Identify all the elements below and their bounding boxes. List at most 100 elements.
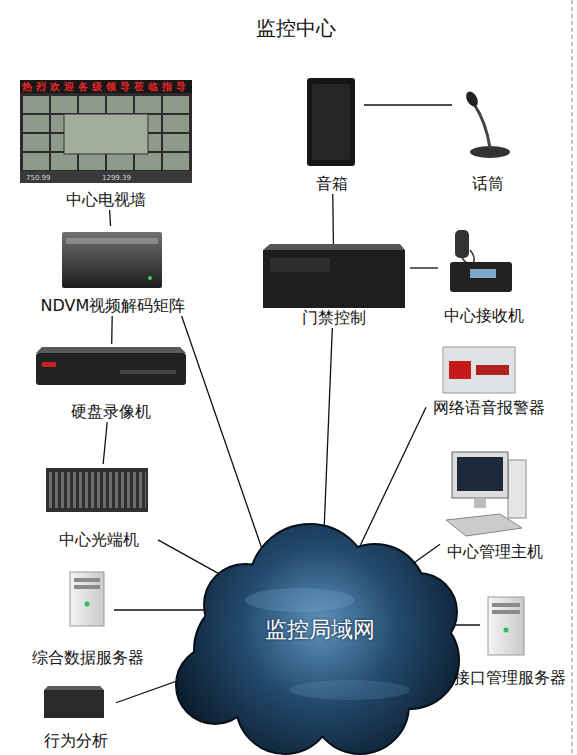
handset bbox=[455, 230, 469, 258]
banner-text: 热烈欢迎各级领导莅临指导 bbox=[20, 80, 192, 93]
cloud-lobe bbox=[312, 657, 408, 753]
radio-display bbox=[470, 269, 496, 278]
cloud-lobe bbox=[312, 657, 408, 753]
mic-head bbox=[464, 90, 481, 109]
mic-neck bbox=[474, 104, 490, 148]
cloud-highlight bbox=[245, 588, 355, 612]
network-link bbox=[182, 316, 272, 578]
screen-reading: 750.99 bbox=[26, 173, 76, 183]
dvr-top bbox=[36, 347, 186, 353]
receiver-device: 中心接收机 bbox=[438, 226, 530, 326]
diagram-title: 监控中心 bbox=[196, 15, 396, 41]
banner-band bbox=[20, 80, 192, 93]
data-server-device: 综合数据服务器 bbox=[62, 568, 114, 668]
device-label: 中心电视墙 bbox=[66, 190, 146, 210]
network-link bbox=[393, 544, 440, 578]
network-link bbox=[158, 540, 230, 580]
drive-bay bbox=[492, 610, 520, 614]
cloud-lobe bbox=[237, 657, 333, 753]
dvr-device: 硬盘录像机 bbox=[34, 344, 188, 422]
main-screen bbox=[64, 114, 148, 154]
device-label: 中心接收机 bbox=[444, 306, 524, 326]
network-link bbox=[345, 407, 426, 578]
interface-server bbox=[488, 597, 524, 655]
cloud-outline bbox=[177, 525, 458, 753]
access-control-device: 门禁控制 bbox=[258, 246, 410, 328]
cloud-lobe bbox=[195, 595, 305, 705]
handset-cord bbox=[462, 250, 474, 264]
cloud-lobe bbox=[362, 612, 458, 708]
management-pc bbox=[446, 452, 526, 536]
device-label: 门禁控制 bbox=[302, 308, 366, 328]
device-label: 网络语音报警器 bbox=[433, 398, 545, 418]
device-label: 话筒 bbox=[472, 174, 504, 194]
alarm-panel bbox=[443, 347, 515, 393]
device-label: 接口管理服务器 bbox=[454, 668, 566, 688]
network-link bbox=[364, 104, 452, 105]
speaker-device: 音箱 bbox=[300, 76, 364, 194]
network-link bbox=[410, 624, 480, 625]
box-top bbox=[44, 686, 104, 690]
pc-tower bbox=[508, 460, 526, 518]
cloud-lobe bbox=[177, 647, 253, 723]
terminal-chassis bbox=[46, 468, 148, 512]
network-link bbox=[410, 267, 438, 268]
network-link bbox=[109, 210, 111, 226]
power-light bbox=[504, 628, 509, 633]
dvr-logo bbox=[42, 362, 56, 367]
box-body bbox=[44, 690, 104, 718]
network-link bbox=[332, 194, 334, 246]
device-label: 硬盘录像机 bbox=[71, 402, 151, 422]
device-label: 音箱 bbox=[316, 174, 348, 194]
dvr-panel bbox=[120, 370, 176, 374]
video-wall-device: 中心电视墙 bbox=[18, 78, 194, 210]
cloud-lobe bbox=[237, 657, 333, 753]
network-link bbox=[111, 316, 113, 344]
chassis-top bbox=[263, 244, 405, 250]
network-link bbox=[103, 422, 107, 464]
network-link bbox=[114, 609, 230, 610]
cloud-lobe bbox=[362, 612, 458, 708]
pc-monitor bbox=[452, 452, 508, 498]
device-label: 中心光端机 bbox=[59, 530, 139, 550]
cloud-lobe bbox=[380, 574, 456, 650]
dvr bbox=[36, 347, 186, 385]
decoder-device: NDVM视频解码矩阵 bbox=[26, 226, 200, 316]
drive-bay bbox=[74, 578, 100, 582]
alarm-digits bbox=[449, 361, 471, 379]
mic-base bbox=[470, 146, 510, 158]
cloud-lobe bbox=[240, 565, 400, 725]
cloud-fill bbox=[177, 525, 458, 753]
microphone bbox=[464, 90, 510, 158]
access-controller bbox=[263, 244, 405, 308]
drive-bay bbox=[74, 585, 100, 589]
monitor-stand bbox=[474, 498, 486, 508]
chassis-body bbox=[263, 250, 405, 308]
radio-receiver bbox=[450, 230, 512, 292]
speaker bbox=[307, 78, 355, 166]
server-tower bbox=[70, 572, 104, 626]
status-light bbox=[148, 276, 152, 280]
optical-terminal-device: 中心光端机 bbox=[40, 464, 158, 550]
power-light bbox=[85, 602, 90, 607]
analysis-box bbox=[44, 686, 104, 718]
optical-terminal bbox=[46, 468, 148, 512]
screen-grid bbox=[22, 95, 190, 171]
front-strip bbox=[66, 238, 158, 244]
alarm-device: 网络语音报警器 bbox=[426, 342, 552, 418]
network-label: 监控局域网 bbox=[265, 617, 375, 643]
border-dash bbox=[572, 0, 573, 755]
decoder-matrix bbox=[62, 232, 162, 288]
terminal-cards bbox=[48, 472, 146, 508]
analysis-device: 行为分析 bbox=[36, 683, 116, 751]
server-tower bbox=[488, 597, 524, 655]
interface-server-device: 接口管理服务器 bbox=[480, 592, 540, 688]
network-link bbox=[116, 662, 230, 703]
cloud-lobe bbox=[177, 647, 253, 723]
pc-screen bbox=[457, 457, 503, 491]
speaker-grille bbox=[312, 84, 350, 160]
cloud-lobe bbox=[195, 595, 305, 705]
wall-base bbox=[20, 171, 192, 183]
